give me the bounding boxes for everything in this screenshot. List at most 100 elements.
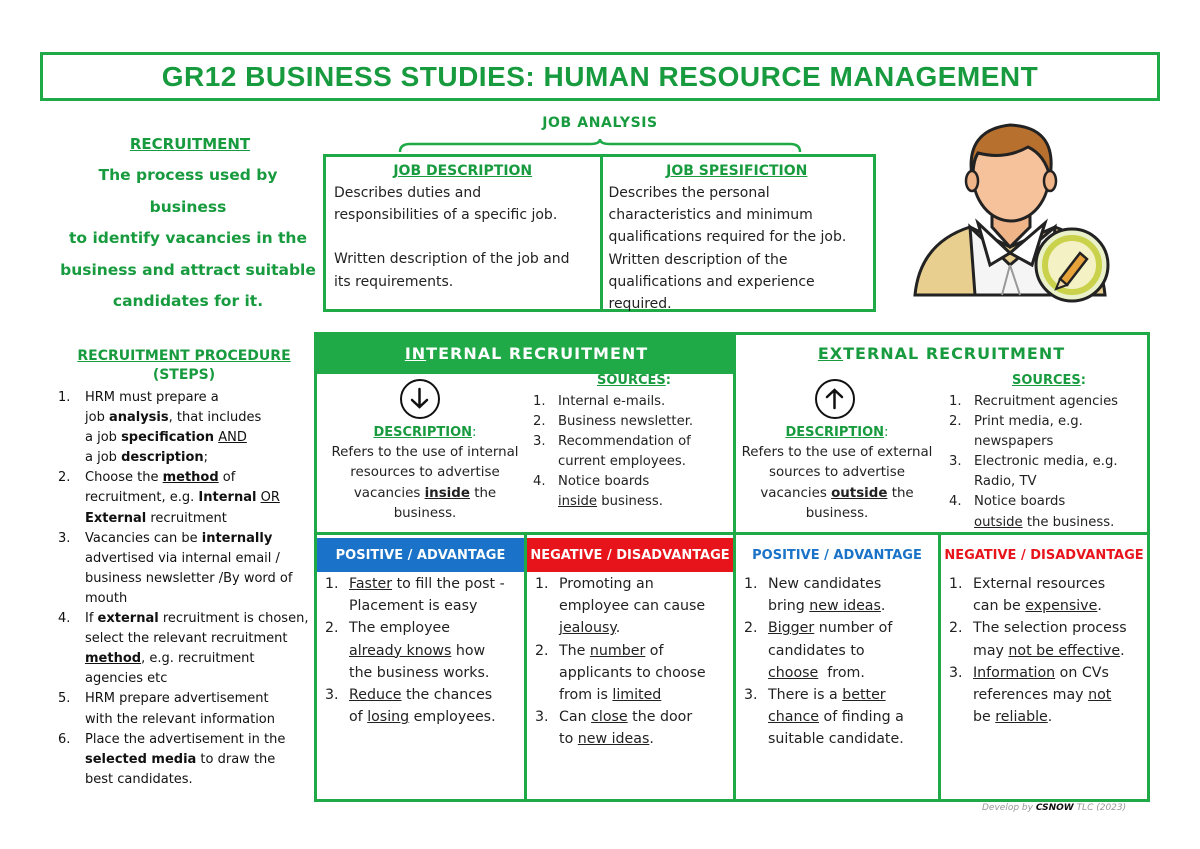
internal-sources-heading: SOURCES: <box>597 373 671 388</box>
external-positive-header: POSITIVE / ADVANTAGE <box>752 547 922 563</box>
credit-prefix: Develop by <box>982 803 1036 813</box>
procedure-subtitle: (STEPS) <box>152 367 216 383</box>
external-sources-heading: SOURCES: <box>1012 373 1086 388</box>
list-number: 3. <box>949 454 962 470</box>
text-line: its requirements. <box>334 273 454 290</box>
businessman-with-pencil-icon <box>913 123 1110 303</box>
list-number: 3. <box>58 530 71 546</box>
list-text: Print media, e.g.newspapers <box>974 414 1083 450</box>
internal-description: DESCRIPTION: Refers to the use of intern… <box>325 423 525 524</box>
list-number: 2. <box>533 414 546 430</box>
job-analysis-label: JOB ANALYSIS <box>542 115 658 131</box>
list-text: If external recruitment is chosen,select… <box>85 611 309 687</box>
list-number: 4. <box>58 611 71 627</box>
list-item: 1.Recruitment agencies <box>949 392 1149 412</box>
list-number: 5. <box>58 691 71 707</box>
page-title: GR12 BUSINESS STUDIES: HUMAN RESOURCE MA… <box>161 60 1039 92</box>
credit-suffix: TLC (2023) <box>1073 803 1127 813</box>
divider <box>317 371 733 374</box>
recruitment-heading: RECRUITMENT <box>129 135 251 153</box>
recruitment-definition: The process used by business to identify… <box>58 160 318 318</box>
colon: : <box>884 425 889 440</box>
internal-negative-header: NEGATIVE / DISADVANTAGE <box>527 538 733 572</box>
arrow-up-circle-icon <box>815 379 855 419</box>
job-description-cell: JOB DESCRIPTION Describes duties and res… <box>326 157 600 309</box>
title-rest: TERNAL RECRUITMENT <box>843 343 1066 363</box>
list-number: 3. <box>535 709 549 726</box>
title-banner: GR12 BUSINESS STUDIES: HUMAN RESOURCE MA… <box>40 52 1160 101</box>
divider <box>938 535 941 799</box>
list-item: 4. If external recruitment is chosen,sele… <box>58 609 310 689</box>
definition-line: business and attract suitable <box>60 260 316 279</box>
curly-brace-icon <box>398 138 802 153</box>
external-description: DESCRIPTION: Refers to the use of extern… <box>737 423 937 524</box>
text-line: Written description of the <box>608 251 788 268</box>
list-number: 3. <box>949 664 963 681</box>
text-line: qualifications required for the job. <box>608 229 847 246</box>
job-specification-cell: JOB SPESIFICTION Describes the personal … <box>599 157 874 312</box>
list-number: 3. <box>533 434 546 450</box>
procedure-title: RECRUITMENT PROCEDURE <box>77 348 291 364</box>
text-line: Describes the personal <box>608 185 770 201</box>
text-line: responsibilities of a specific job. <box>334 207 558 224</box>
colon: : <box>472 425 477 440</box>
description-label: DESCRIPTION: <box>785 425 889 440</box>
list-number: 1. <box>744 576 758 592</box>
list-item: 2. Business newsletter. <box>533 412 733 432</box>
external-negative-header: NEGATIVE / DISADVANTAGE <box>944 547 1144 563</box>
list-text: Recruitment agencies <box>974 394 1119 409</box>
list-number: 1. <box>949 576 963 592</box>
list-number: 6. <box>58 731 71 747</box>
credit-line: Develop by CSNOW TLC (2023) <box>982 803 1126 813</box>
list-number: 2. <box>58 470 71 486</box>
list-number: 2. <box>535 642 549 659</box>
definition-line: candidates for it. <box>112 292 264 310</box>
list-number: 3. <box>744 687 758 704</box>
definition-line: The process used by business <box>98 166 278 216</box>
definition-line: to identify vacancies in the <box>69 229 307 247</box>
list-number: 4. <box>533 474 546 490</box>
list-number: 2. <box>325 620 339 637</box>
text-line: required. <box>608 296 672 313</box>
title-prefix: EX <box>817 343 844 363</box>
list-text: Business newsletter. <box>558 414 694 430</box>
list-text: Faster to fill the post -Placement is ea… <box>349 576 505 615</box>
credit-author: CSNOW <box>1035 803 1074 813</box>
title-rest: TERNAL RECRUITMENT <box>426 343 649 363</box>
list-number: 1. <box>533 394 546 409</box>
list-number: 2. <box>949 414 962 430</box>
list-number: 1. <box>58 390 71 405</box>
list-number: 1. <box>535 576 549 592</box>
external-sources-list: 1.Recruitment agencies 2. Print media, e.g… <box>949 392 1149 533</box>
